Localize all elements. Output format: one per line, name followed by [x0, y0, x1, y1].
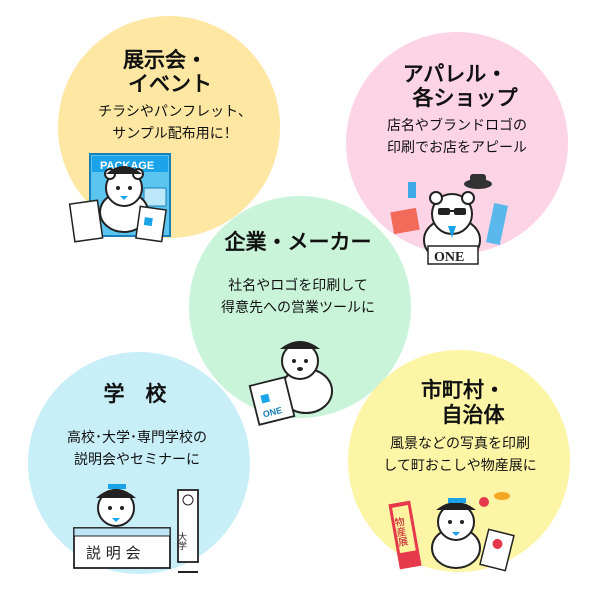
bear-at-desk-icon: 説 明 会 大学: [73, 484, 199, 573]
exhibition-body-line-2: サンプル配布用に！: [112, 126, 238, 142]
bear-holding-bag-icon: ONE: [248, 341, 333, 426]
apparel-title-line-2: 各ショップ: [412, 86, 518, 110]
exhibition-title-line-2: イベント: [128, 72, 212, 96]
company-body-line-1: 社名やロゴを印刷して: [228, 278, 368, 294]
exhibition-body-line-1: チラシやパンフレット、: [98, 104, 252, 120]
school-body-line-2: 説明会やセミナーに: [74, 452, 200, 468]
bear-with-sunglasses-icon: ONE: [390, 174, 509, 265]
bear-with-package-icon: PACKAGE: [68, 153, 171, 243]
apparel-body-line-1: 店名やブランドロゴの: [387, 118, 527, 134]
company-title: 企業・メーカー: [224, 230, 372, 254]
school-sign-label: 大学: [176, 531, 187, 550]
municipality-title-line-2: 自治体: [441, 403, 505, 427]
company-bag-label: ONE: [262, 405, 283, 419]
exhibition-title-line-1: 展示会・: [123, 48, 207, 72]
desk-banner-label: 説 明 会: [86, 544, 141, 562]
apparel-logo-label: ONE: [434, 250, 464, 265]
apparel-title-line-1: アパレル・: [402, 62, 508, 86]
municipality-title-line-1: 市町村・: [421, 378, 505, 402]
municipality-body-line-2: して町おこしや物産展に: [383, 458, 537, 474]
apparel-body-line-2: 印刷でお店をアピール: [387, 140, 527, 156]
school-body-line-1: 高校･大学･専門学校の: [67, 430, 207, 446]
company-body-line-2: 得意先への営業ツールに: [221, 300, 375, 316]
municipality-body-line-1: 風景などの写真を印刷: [390, 436, 530, 452]
school-title: 学 校: [103, 382, 167, 406]
bear-with-flags-icon: 物産展: [388, 492, 515, 572]
